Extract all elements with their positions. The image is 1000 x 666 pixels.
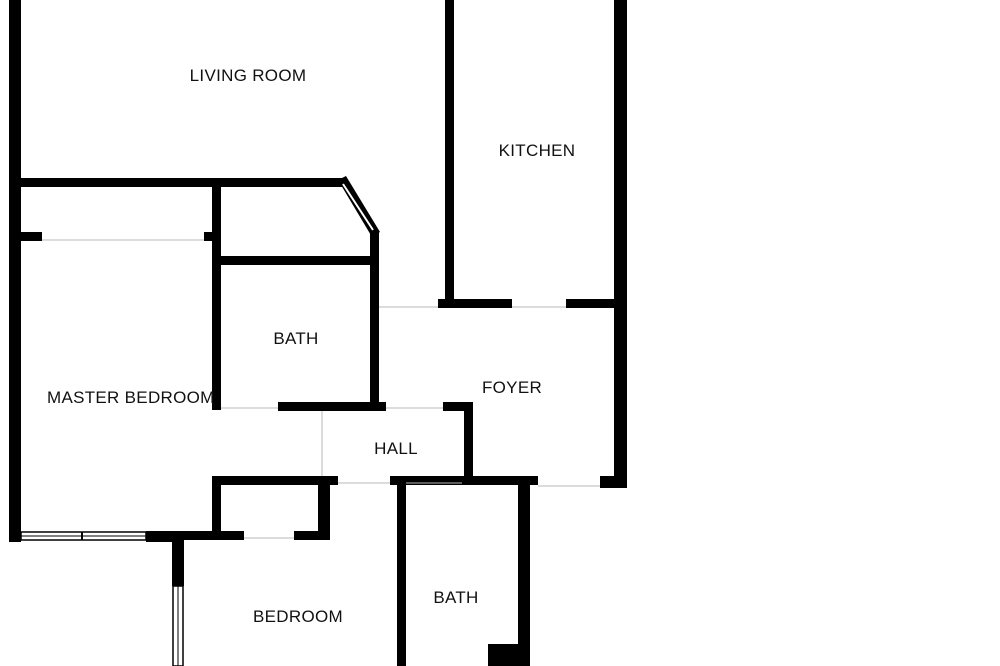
label-bath-upper: BATH [273, 329, 318, 348]
wall-foyer-bottom-right [600, 476, 627, 488]
wall-hall-right [464, 402, 473, 482]
wall-closet2-left [212, 476, 221, 540]
wall-hall-top-left [278, 402, 328, 411]
label-bath-lower: BATH [433, 588, 478, 607]
wall-left-outer [9, 0, 21, 542]
label-foyer: FOYER [482, 378, 542, 397]
wall-kitchen-bottom-left [438, 299, 512, 308]
wall-kitchen-left [445, 0, 454, 308]
wall-hall-bottom-right [390, 476, 464, 485]
wall-closet-top-right [204, 232, 218, 241]
wall-foyer-bottom-left [464, 476, 538, 485]
wall-bath-right [370, 232, 379, 410]
wall-bath-top [212, 256, 378, 265]
wall-bath-lower-right [518, 476, 530, 666]
wall-hall-top-mid [328, 402, 386, 411]
wall-closet-top-left [9, 232, 42, 241]
label-kitchen: KITCHEN [499, 141, 576, 160]
label-master-bedroom: MASTER BEDROOM [47, 388, 215, 407]
wall-right-outer [614, 0, 627, 488]
label-bedroom: BEDROOM [253, 607, 343, 626]
wall-bedroom-bath [397, 476, 406, 666]
wall-hall-top-right [443, 402, 473, 411]
angled-window-glass [342, 183, 374, 231]
wall-master-bottom [9, 531, 21, 542]
label-hall: HALL [374, 439, 418, 458]
label-living-room: LIVING ROOM [190, 66, 307, 85]
wall-closet2-bottom-right [294, 531, 330, 540]
wall-living-bottom [9, 178, 342, 187]
wall-closet-right [212, 178, 221, 410]
wall-closet2-bottom-left [178, 531, 244, 540]
wall-closet2-right [318, 476, 330, 540]
wall-hall-bottom-left [212, 476, 338, 485]
wall-master-bottom-right [146, 531, 182, 542]
wall-bedroom-left-top [172, 536, 184, 586]
bath-lower-fixture [488, 644, 530, 666]
wall-kitchen-bottom-right [566, 299, 626, 308]
